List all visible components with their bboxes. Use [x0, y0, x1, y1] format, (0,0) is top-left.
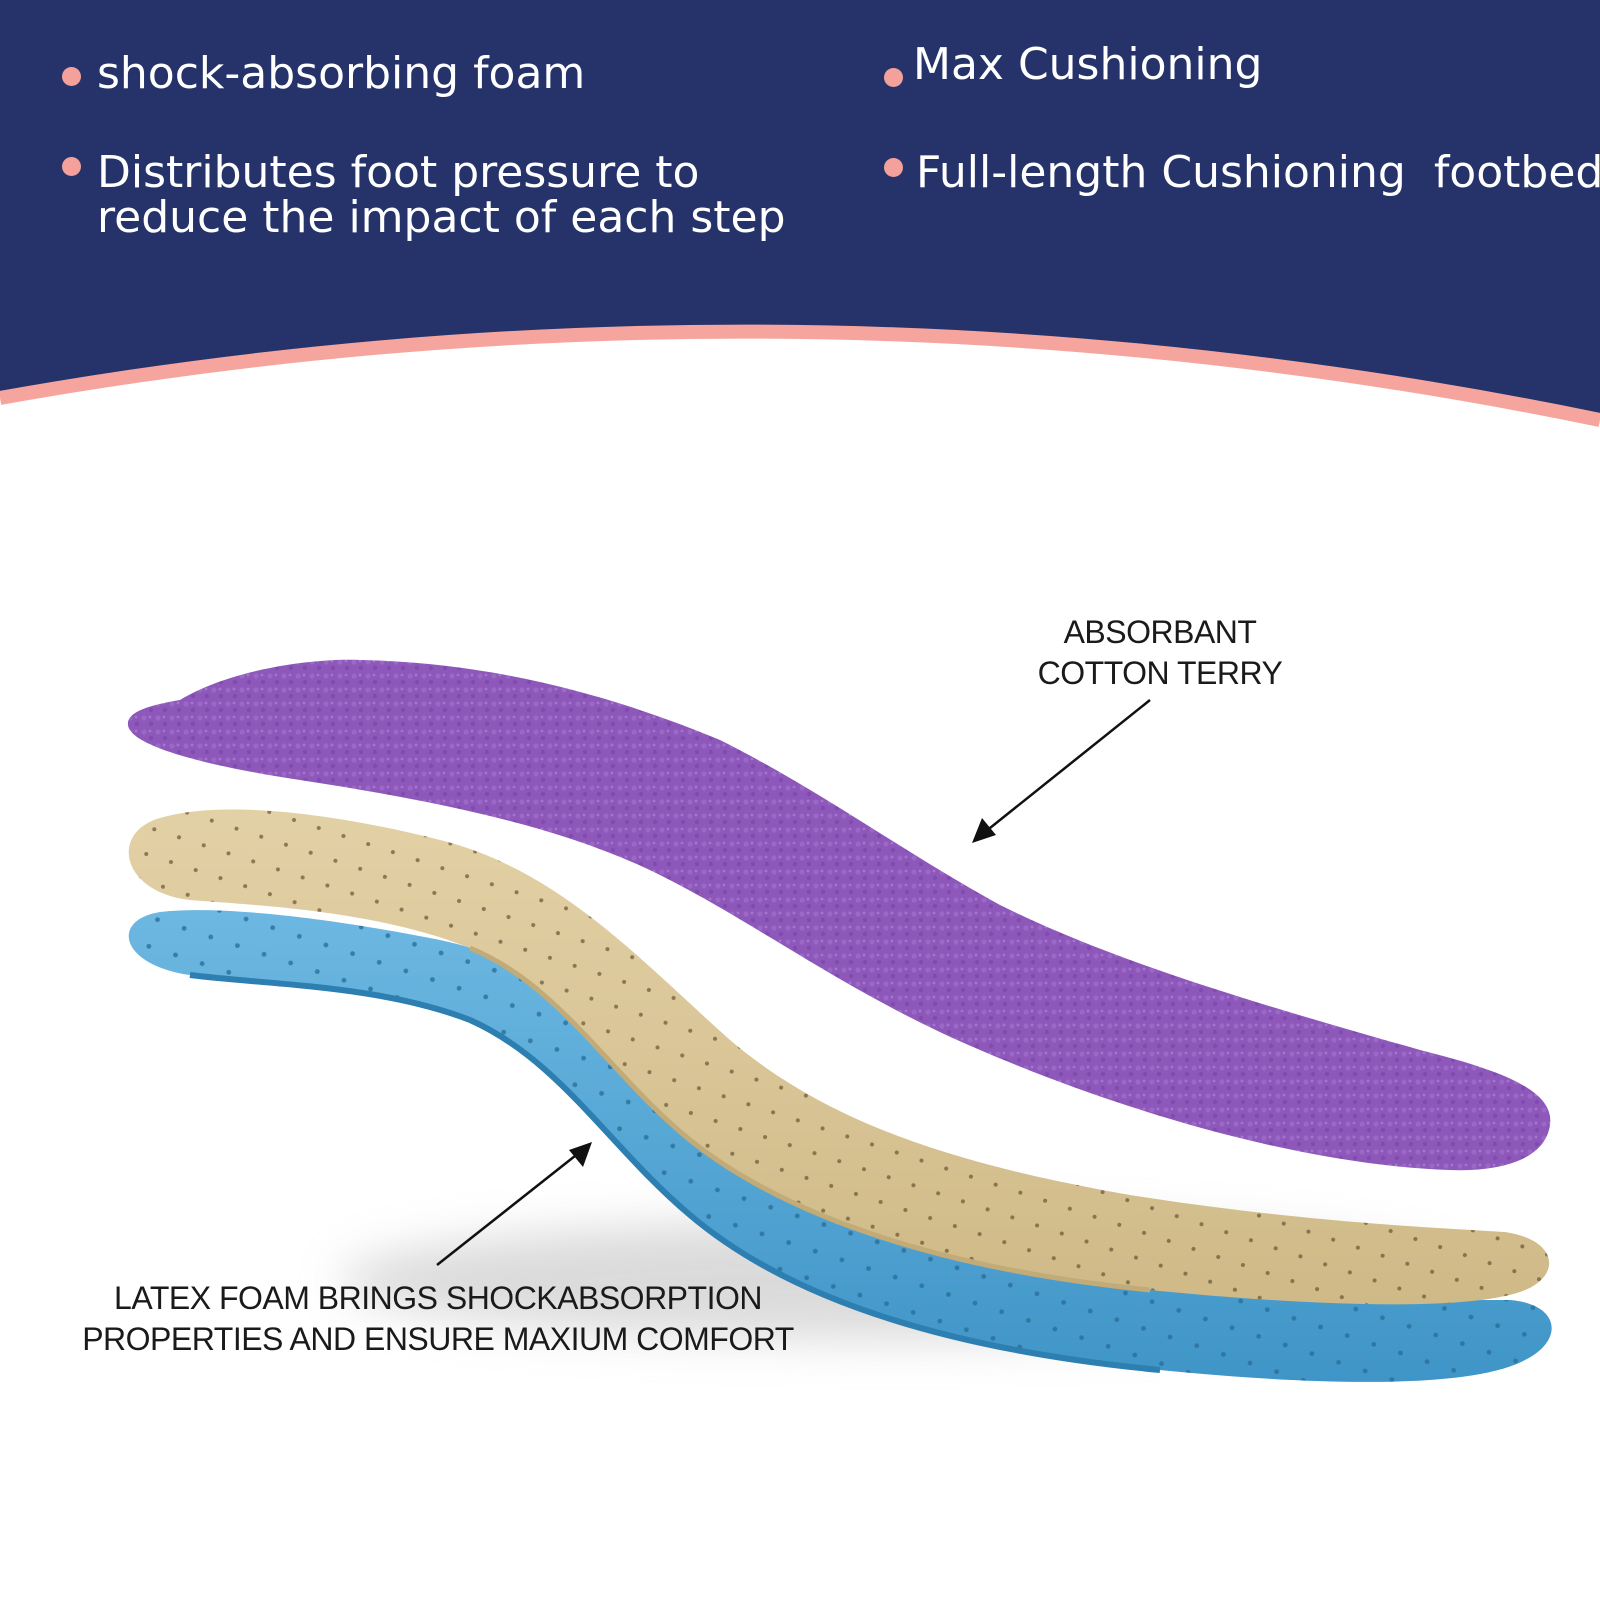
- latex-layer: [128, 809, 1550, 1305]
- foam-layer: [128, 910, 1552, 1382]
- terry-layer: [127, 659, 1551, 1171]
- callout-latex-foam: LATEX FOAM BRINGS SHOCKABSORPTION PROPER…: [38, 1278, 838, 1360]
- header-banner: [0, 0, 1600, 427]
- arrow-top: [972, 699, 1151, 843]
- callout-absorbant-cotton-terry: ABSORBANT COTTON TERRY: [990, 612, 1330, 694]
- feature-distributes-pressure: Distributes foot pressure to reduce the …: [97, 147, 786, 243]
- bullet-dot-1: [62, 67, 81, 86]
- feature-shock-absorbing-foam: shock-absorbing foam: [97, 48, 586, 99]
- bullet-dot-4: [884, 158, 903, 177]
- feature-full-length-footbed: Full-length Cushioning footbed: [916, 147, 1600, 198]
- callout-bottom-line-2: PROPERTIES AND ENSURE MAXIUM COMFORT: [82, 1321, 794, 1357]
- feature-max-cushioning: Max Cushioning: [913, 39, 1263, 90]
- bullet-dot-3: [884, 68, 903, 87]
- bullet-dot-2: [62, 157, 81, 176]
- arrow-bottom: [436, 1142, 592, 1266]
- banner-accent-curve: [0, 324, 1600, 427]
- callout-top-line-1: ABSORBANT: [1063, 614, 1257, 650]
- callout-top-line-2: COTTON TERRY: [1037, 655, 1283, 691]
- banner-navy-band: [0, 0, 1600, 420]
- callout-bottom-line-1: LATEX FOAM BRINGS SHOCKABSORPTION: [114, 1280, 762, 1316]
